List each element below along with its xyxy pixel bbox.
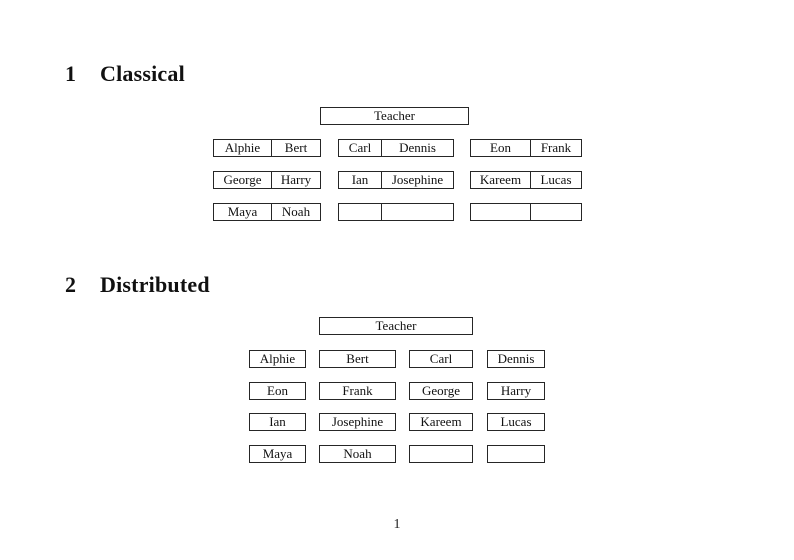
desk-table: Kareem Lucas <box>470 171 582 189</box>
seat <box>471 204 530 220</box>
section-heading-classical: 1 Classical <box>65 61 185 87</box>
seat: Ian <box>351 172 369 187</box>
desk: Maya <box>249 445 306 463</box>
seat: Bert <box>271 140 320 156</box>
seat: Harry <box>271 172 320 188</box>
desk-table-empty <box>338 203 454 221</box>
section-number: 2 <box>65 272 77 297</box>
seat: Eon <box>490 140 511 155</box>
desk: George <box>409 382 473 400</box>
desk-table: Alphie Bert <box>213 139 321 157</box>
desk: Kareem <box>409 413 473 431</box>
seat: Maya <box>227 204 258 219</box>
section-title: Classical <box>100 61 185 86</box>
desk-empty <box>487 445 545 463</box>
desk: Josephine <box>319 413 396 431</box>
seat: Carl <box>348 140 372 155</box>
desk-table: Carl Dennis <box>338 139 454 157</box>
seat: Kareem <box>479 172 522 187</box>
seat: Frank <box>530 140 581 156</box>
desk: Frank <box>319 382 396 400</box>
seat: Alphie <box>224 140 261 155</box>
section-title: Distributed <box>100 272 210 297</box>
desk: Eon <box>249 382 306 400</box>
desk-table: Maya Noah <box>213 203 321 221</box>
seat: Lucas <box>530 172 581 188</box>
desk-table: Eon Frank <box>470 139 582 157</box>
section-number: 1 <box>65 61 77 86</box>
desk-table: Ian Josephine <box>338 171 454 189</box>
page-number: 1 <box>393 517 401 532</box>
seat: Noah <box>271 204 320 220</box>
seat: Dennis <box>381 140 453 156</box>
desk-table: George Harry <box>213 171 321 189</box>
seat: Josephine <box>381 172 453 188</box>
desk: Alphie <box>249 350 306 368</box>
seat <box>530 204 581 220</box>
desk: Harry <box>487 382 545 400</box>
section-heading-distributed: 2 Distributed <box>65 272 210 298</box>
desk: Dennis <box>487 350 545 368</box>
seat <box>381 204 453 220</box>
desk-table-empty <box>470 203 582 221</box>
teacher-box-classical: Teacher <box>320 107 469 125</box>
desk: Carl <box>409 350 473 368</box>
desk: Bert <box>319 350 396 368</box>
seat: George <box>223 172 262 187</box>
seat <box>339 204 381 220</box>
desk: Noah <box>319 445 396 463</box>
teacher-box-distributed: Teacher <box>319 317 473 335</box>
desk: Ian <box>249 413 306 431</box>
desk-empty <box>409 445 473 463</box>
desk: Lucas <box>487 413 545 431</box>
